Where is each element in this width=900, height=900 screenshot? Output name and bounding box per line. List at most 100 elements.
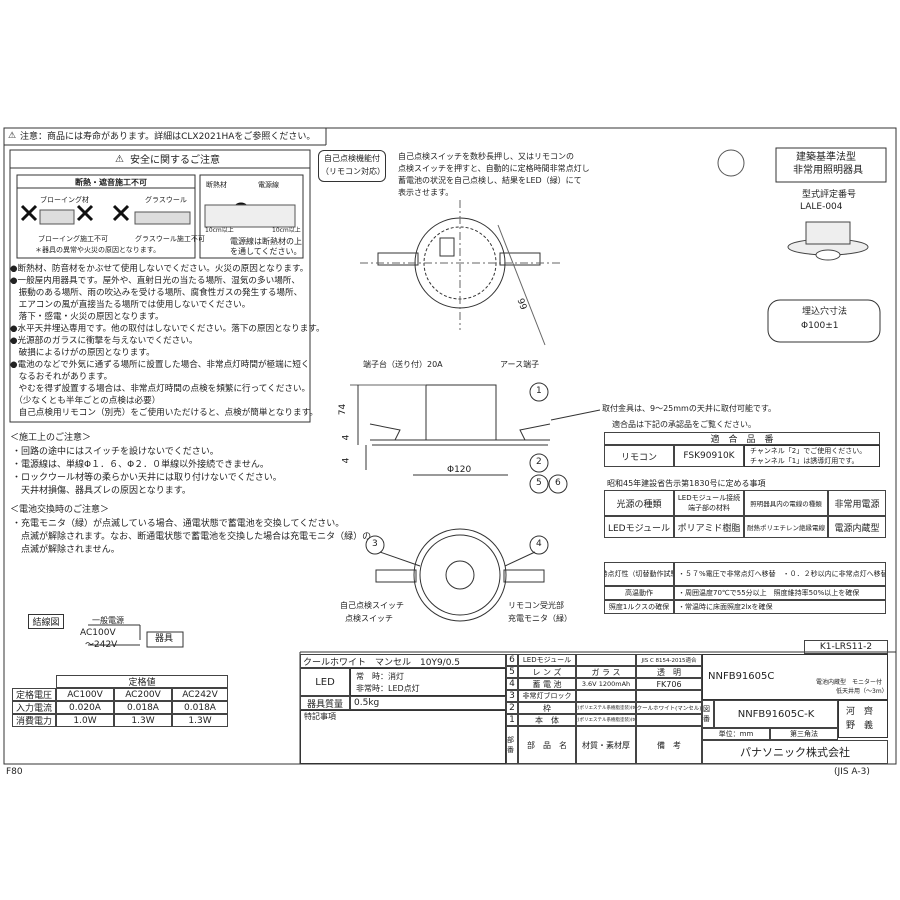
part-name: 枠 [518,702,576,714]
part-remark: JIS C 8154-2015適合 [636,654,702,666]
wiring-voltage-1: AC100V [80,628,116,638]
battery-line: ・充電モニタ（緑）が点滅している場合、通電状態で蓄電池を交換してください。 [12,519,345,529]
balloon-1: 1 [536,386,542,396]
mass-value: 0.5kg [350,696,506,710]
table-cell: 耐熱ポリエチレン絶縁電線 [744,516,828,538]
product-desc-2: 低天井用（～3m） [836,688,888,695]
battery-title: ＜電池交換時のご注意＞ [10,505,110,515]
part-number: 3 [506,690,518,702]
table-cell: 即時点灯性（切替動作試験） [604,562,674,586]
power-note-1: 電源線は断熱材の上 [230,237,302,246]
part-material: 鋼板(ポリエステル系樹脂塗装)(t0.6) [576,702,636,714]
construction-line: ・電源線は、単線Φ１．６、Φ２．０単線以外接続できません。 [12,460,269,470]
table-header: LEDモジュール接続端子部の材料 [674,490,744,516]
drawing-no-label: 図番 [702,700,714,728]
table-cell: 照度1ルクスの確保 [604,600,674,614]
table-cell: 入力電流 [12,701,56,714]
table-cell: 高温動作 [604,586,674,600]
construction-title: ＜施工上のご注意＞ [10,433,92,443]
dim-120: Φ120 [447,465,472,475]
name-2: 野 義 [846,721,874,731]
balloon-5: 5 [536,478,542,488]
part-name: 非常灯ブロック [518,690,576,702]
dim-4a: 4 [341,434,352,441]
label-blowing: ブローイング材 [40,196,89,204]
safety-line: やむを得ず設置する場合は、非常点灯時間の点検を頻繁に行ってください。 [10,384,311,394]
wiring-fixture: 器具 [155,634,174,644]
construction-line: ・回路の途中にはスイッチを設けないでください。 [12,447,219,457]
safety-line: エアコンの風が直接当たる場所では使用しないでください。 [10,300,251,310]
self-check-desc: 自己点検スイッチを数秒長押し、又はリモコンの [398,152,574,161]
part-head: 部 品 名 [518,726,576,764]
led-label: LED [300,668,350,696]
cert-line-2: 非常用照明器具 [793,165,863,176]
remote-label: リモコン [604,445,674,467]
wiring-power-label: 一般電源 [92,616,124,625]
self-check-title-2: （リモコン対応） [321,167,385,176]
unit: 単位：mm [702,728,770,740]
check-switch-label: 点検スイッチ [345,614,393,623]
signature-box [838,700,888,738]
table-cell: AC100V [56,688,114,701]
table-cell: ・５７%電圧で非常点灯へ移替 ・０．２秒以内に非常点灯へ移替 [674,562,886,586]
earth-label: アース端子 [500,360,540,369]
part-material: 鋼板(ポリエステル系樹脂塗装)(t0.5) [576,714,636,726]
cert-model-no: LALE-004 [800,202,843,212]
part-head: 材質・素材厚 [576,726,636,764]
self-check-desc: 蓄電池の状況を自己点検し、結果をLED（緑）にて [398,176,582,185]
table-cell: 0.018A [172,701,228,714]
part-name: LEDモジュール [518,654,576,666]
construction-line: ・ロックウール材等の柔らかい天井には取り付けないでください。 [12,473,282,483]
table-cell: ポリアミド樹脂 [674,516,744,538]
table-cell: 定格電圧 [12,688,56,701]
safety-line: なるおそれがあります。 [10,372,113,382]
battery-line: 点滅が解除されます。なお、断通電状態で蓄電池を交換した場合は充電モニタ（緑）の [12,532,372,542]
safety-line: 自己点検用リモコン（別売）をご使用いただけると、点検が簡単となります。 [10,408,318,418]
product-desc: 電池内蔵型 モニター付 [816,679,883,686]
remote-note-2: チャンネル「1」は誘導灯用です。 [750,457,859,465]
part-name: 蓄 電 池 [518,678,576,690]
remote-part: FSK90910K [674,445,744,467]
drawing-number: NNFB91605C-K [714,700,838,728]
balloon-4: 4 [536,539,542,549]
table-cell: 0.018A [114,701,172,714]
lighting-mode-box [350,668,506,696]
battery-line: 点滅が解除されません。 [12,545,120,555]
part-material [576,690,636,702]
special-label: 特記事項 [304,712,336,721]
construction-line: 天井材損傷、器具ズレの原因となります。 [12,486,191,496]
wiring-title: 結線図 [28,614,64,629]
cert-model-label: 型式評定番号 [802,190,857,200]
cert-line-1: 建築基準法型 [796,152,856,163]
dim-4b: 4 [341,457,352,464]
part-remark [636,690,702,702]
certification-mark-icon [717,149,745,177]
label-blowing-ng: ブローイング施工不可 [38,235,108,243]
part-number: 4 [506,678,518,690]
safety-line: （少なくとも半年ごとの点検は必要） [10,396,161,406]
self-check-desc: 表示させます。 [398,188,454,197]
remote-note-box [744,445,880,467]
balloon-3: 3 [372,539,378,549]
footer-left: F80 [6,767,23,777]
safety-title: 安全に関するご注意 [130,155,220,166]
part-remark: FK706 [636,678,702,690]
part-number: 1 [506,714,518,726]
table-cell: 消費電力 [12,714,56,727]
safety-line: ●断熱材、防音材をかぶせて使用しないでください。火災の原因となります。 [10,264,309,274]
table-cell: 1.0W [56,714,114,727]
part-number: 5 [506,666,518,678]
embed-value: Φ100±1 [801,321,839,331]
part-material [576,654,636,666]
safety-line: 落下・感電・火災の原因となります。 [10,312,164,322]
table-header: 照明器具内の電線の種類 [744,490,828,516]
table-header: 光源の種類 [604,490,674,516]
dim-74: 74 [338,403,349,416]
label-10cm-b: 10cm以上 [272,227,301,234]
safety-line: ●一般屋内用器具です。屋外や、直射日光の当たる場所、湿気の多い場所、 [10,276,300,286]
company-name: パナソニック株式会社 [702,740,888,764]
color-spec: クールホワイト マンセル 10Y9/0.5 [300,654,506,668]
self-check-title-1: 自己点検機能付 [324,154,380,163]
table-cell: 1.3W [172,714,228,727]
